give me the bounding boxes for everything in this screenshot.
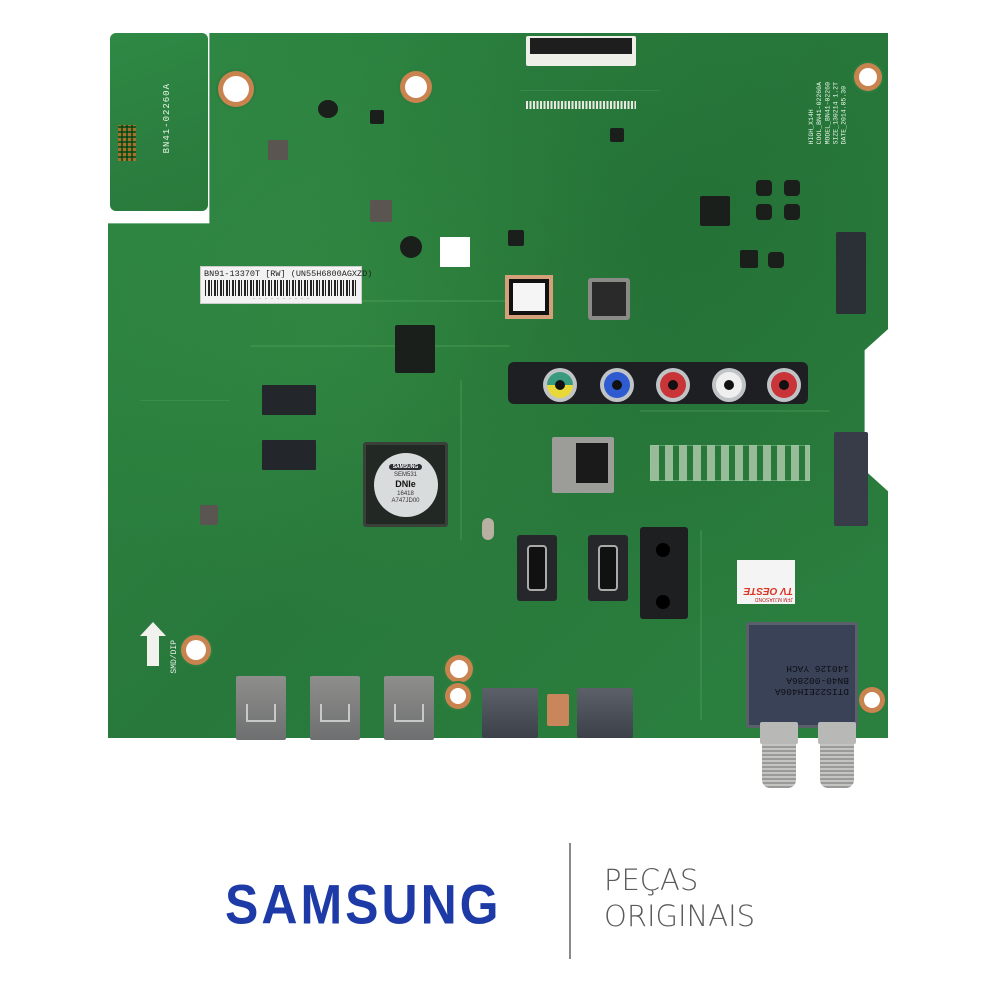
barcode	[205, 280, 357, 296]
smd-dip-label: SMD/DIP	[170, 640, 179, 674]
ic-chip	[370, 110, 384, 124]
blank-label	[440, 237, 470, 267]
rca-jack-white	[712, 368, 746, 402]
tuner-line: 140126 YACH	[786, 663, 849, 675]
contact-pads	[118, 125, 136, 161]
hdmi-port	[517, 535, 557, 601]
rca-jack-video	[543, 368, 577, 402]
trace	[520, 90, 660, 91]
model-line: DATE_2014.05.30	[840, 85, 848, 145]
tuner-line: BN40-00286A	[786, 674, 849, 686]
hdmi-port	[588, 535, 628, 601]
usb-port	[310, 676, 360, 740]
pin-header	[650, 445, 810, 481]
model-silkscreen: HIGH_X14H COOL_BN41-02260A MODEL_BN41-02…	[808, 82, 849, 144]
mounting-hole	[405, 76, 427, 98]
model-line: SIZE_130214 1.2T	[832, 82, 840, 145]
divider	[569, 843, 571, 959]
soc-logo: DNIe	[395, 479, 416, 490]
soc-model: SEM531	[393, 471, 417, 478]
rf-f-connector	[818, 722, 856, 788]
flash-chip	[395, 325, 435, 373]
ethernet-port	[552, 437, 614, 493]
ic-chip	[610, 128, 624, 142]
model-line: MODEL_BN41-02260	[824, 82, 832, 145]
tuner-module: DTIS22EIH406A BN40-00286A 140126 YACH	[746, 622, 858, 728]
firmware-chip	[505, 275, 553, 319]
capacitor	[547, 694, 569, 726]
mounting-hole	[186, 640, 206, 660]
sub-board-code: BN41-02260A	[162, 83, 172, 154]
inductor	[400, 236, 422, 258]
lvds-connector	[526, 36, 636, 66]
mounting-hole	[450, 688, 466, 704]
crystal	[482, 518, 494, 540]
mounting-hole	[864, 692, 880, 708]
mounting-hole	[223, 76, 249, 102]
ffc-pin-row	[526, 101, 636, 109]
trace	[250, 345, 510, 347]
sticker-code: JFM MJJASOND	[754, 596, 793, 602]
soc-brand: SAMSUNG	[388, 463, 423, 470]
tagline-line1: PEÇAS	[604, 863, 699, 897]
ram-chip	[262, 385, 316, 415]
soc-line: 16418	[397, 490, 414, 497]
serial-sticker: BN91-13370T [RW] (UN55H6800AGXZD) · · · …	[200, 266, 373, 304]
inductor	[756, 204, 772, 220]
sticker-title: TV OESTE	[743, 585, 793, 596]
inductor	[318, 100, 338, 118]
inductor	[768, 252, 784, 268]
mounting-hole	[859, 68, 877, 86]
soc-line: A747JD00	[391, 498, 420, 504]
inductor	[370, 200, 392, 222]
sub-board: BN41-02260A	[110, 33, 208, 211]
ic-chip	[508, 230, 524, 246]
barcode-sub: · · · · · · · · · ·	[252, 296, 310, 302]
tagline: PEÇAS ORIGINAIS	[604, 862, 755, 934]
hdmi-port	[577, 688, 633, 738]
usb-port	[384, 676, 434, 740]
tuner-label: DTIS22EIH406A BN40-00286A 140126 YACH	[775, 663, 849, 697]
ic-chip	[700, 196, 730, 226]
model-line: COOL_BN41-02260A	[816, 82, 824, 145]
rca-jack-red	[767, 368, 801, 402]
soc-die: SAMSUNG SEM531 DNIe 16418 A747JD00	[373, 452, 438, 517]
inductor	[740, 252, 756, 268]
trace	[330, 300, 530, 302]
inductor	[756, 180, 772, 196]
rca-jack-blue	[600, 368, 634, 402]
usb-port	[236, 676, 286, 740]
tagline-line2: ORIGINAIS	[604, 899, 756, 933]
trace	[640, 410, 830, 412]
optical-audio-port	[640, 527, 688, 619]
inductor	[268, 140, 288, 160]
inductor	[784, 204, 800, 220]
trace	[700, 530, 702, 720]
hdmi-port	[482, 688, 538, 738]
optical-out-connector	[588, 278, 630, 320]
trace	[140, 400, 230, 401]
service-sticker: JFM MJJASOND TV OESTE	[737, 560, 795, 604]
ram-chip	[262, 440, 316, 470]
trace	[460, 380, 462, 540]
arrow-up-icon	[140, 622, 166, 666]
inductor	[200, 505, 218, 525]
mounting-hole	[450, 660, 468, 678]
tuner-line: DTIS22EIH406A	[774, 686, 849, 697]
model-line: HIGH_X14H	[808, 109, 815, 145]
board-connector	[834, 432, 868, 526]
serial-sticker-text: BN91-13370T [RW] (UN55H6800AGXZD)	[204, 269, 373, 279]
rf-f-connector	[760, 722, 798, 788]
board-connector	[836, 232, 866, 314]
rca-jack-red	[656, 368, 690, 402]
inductor	[784, 180, 800, 196]
main-soc: SAMSUNG SEM531 DNIe 16418 A747JD00	[363, 442, 448, 527]
samsung-logo: SAMSUNG	[225, 873, 502, 936]
